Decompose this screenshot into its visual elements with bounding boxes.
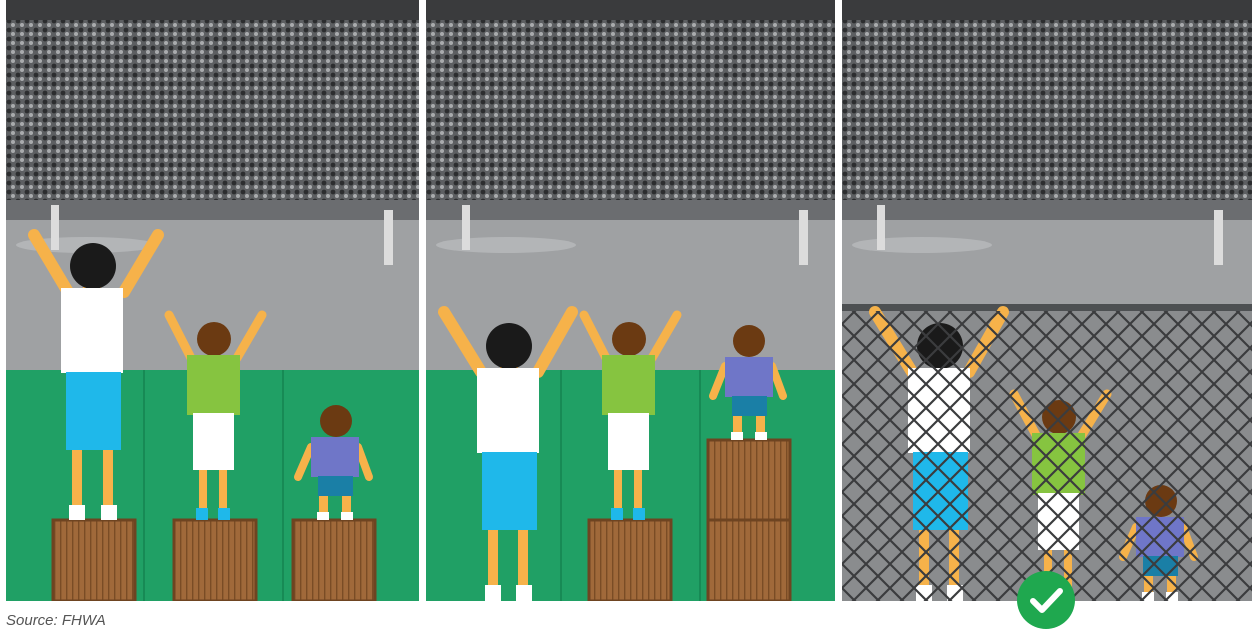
panel-equality bbox=[6, 0, 419, 601]
stadium-bunting bbox=[426, 0, 835, 20]
scene-justice bbox=[842, 0, 1252, 601]
crate bbox=[708, 440, 790, 520]
crowd bbox=[426, 20, 835, 200]
crate bbox=[174, 520, 256, 601]
field bbox=[842, 220, 1252, 310]
scene-equity bbox=[426, 0, 835, 601]
stadium-bunting bbox=[6, 0, 419, 20]
panel-equity bbox=[426, 0, 835, 601]
panel-justice bbox=[842, 0, 1252, 601]
source-caption: Source: FHWA bbox=[6, 613, 106, 629]
scene-equality bbox=[6, 0, 419, 601]
crate bbox=[293, 520, 375, 601]
crate bbox=[589, 520, 671, 601]
check-icon bbox=[1016, 570, 1076, 629]
stadium-bunting bbox=[842, 0, 1252, 20]
fence-rail bbox=[842, 304, 1252, 311]
crowd bbox=[842, 20, 1252, 200]
crate bbox=[708, 520, 790, 601]
crowd bbox=[6, 20, 419, 200]
chain-link-fence bbox=[842, 311, 1252, 601]
crate bbox=[53, 520, 135, 601]
